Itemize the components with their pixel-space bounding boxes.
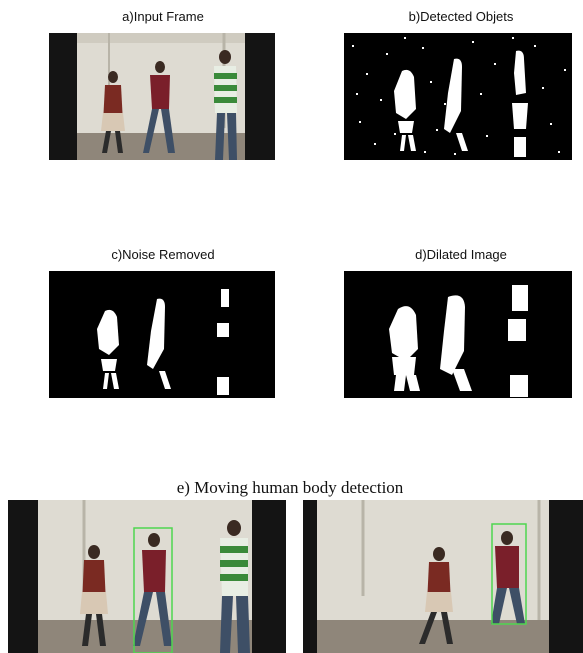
detected-objects-mask: [344, 33, 572, 160]
caption-input-frame: a)Input Frame: [60, 9, 266, 24]
input-frame-image: [49, 33, 275, 160]
detection-frame-left: [8, 500, 286, 653]
caption-moving-human-detection: e) Moving human body detection: [80, 478, 500, 498]
caption-detected-objects: b)Detected Objets: [346, 9, 576, 24]
caption-dilated-image: d)Dilated Image: [346, 247, 576, 262]
dilated-mask: [344, 271, 572, 398]
caption-noise-removed: c)Noise Removed: [60, 247, 266, 262]
noise-removed-mask: [49, 271, 275, 398]
detection-frame-right: [303, 500, 583, 653]
